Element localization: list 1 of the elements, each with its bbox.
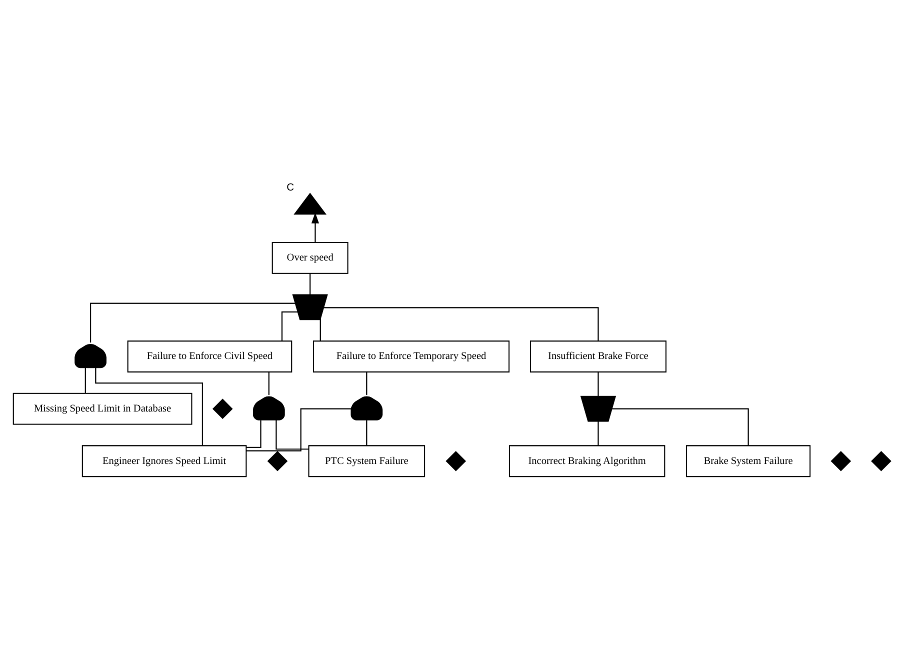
node-label: C bbox=[286, 182, 294, 194]
